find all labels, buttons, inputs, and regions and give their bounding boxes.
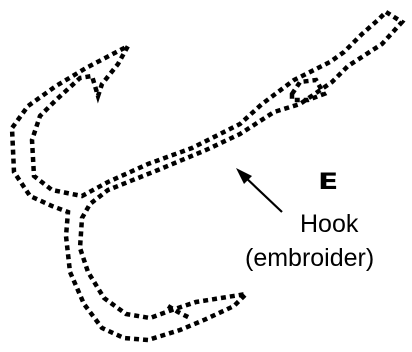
hook-outline (9, 9, 406, 343)
item-subtitle-label: (embroider) (245, 244, 375, 272)
item-name-label: Hook (300, 210, 359, 238)
hook-eye (289, 77, 328, 103)
figure-letter: E (318, 170, 339, 195)
pointer-arrow-shaft (243, 175, 283, 213)
hook-barb (166, 304, 192, 321)
pointer-arrow-head (236, 168, 252, 184)
